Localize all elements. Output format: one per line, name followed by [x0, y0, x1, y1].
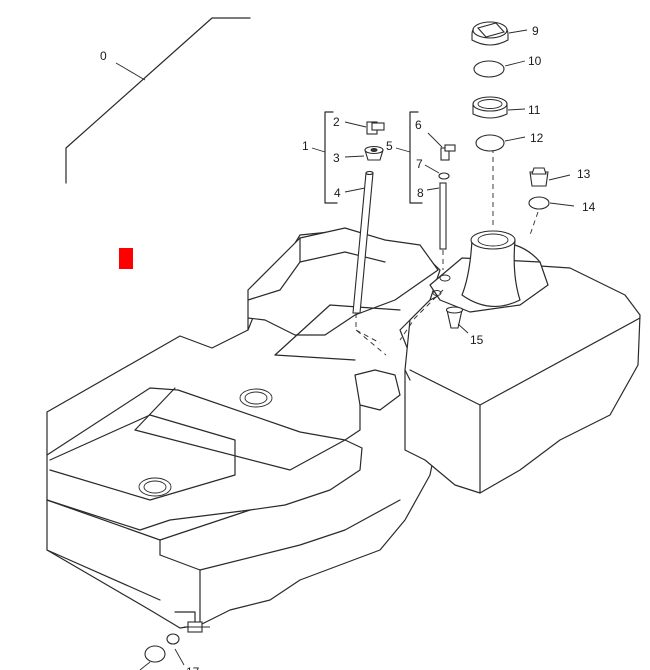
drain-assembly-17: 17	[139, 611, 210, 670]
label-12: 12	[530, 131, 544, 145]
fuel-cap-9: 9	[471, 21, 539, 46]
label-7: 7	[416, 157, 423, 171]
seal-ring-12: 12	[475, 131, 544, 152]
elbow-fitting-2: 2	[333, 115, 385, 135]
rod-8: 8	[399, 182, 447, 341]
threaded-ring-11: 11	[472, 96, 541, 119]
red-marker	[119, 248, 133, 269]
tank-main-box	[404, 230, 641, 494]
plug-15: 15	[445, 306, 484, 347]
label-4: 4	[334, 186, 341, 200]
label-5: 5	[386, 139, 393, 153]
label-8: 8	[417, 186, 424, 200]
tube-4: 4	[334, 170, 387, 356]
label-6: 6	[415, 118, 422, 132]
label-9: 9	[532, 24, 539, 38]
label-11: 11	[528, 103, 541, 117]
group-brackets: 1 5	[302, 111, 423, 204]
label-15: 15	[470, 333, 484, 347]
tank-base	[46, 227, 441, 629]
label-2: 2	[333, 115, 340, 129]
label-13: 13	[577, 167, 591, 181]
label-10: 10	[528, 54, 542, 68]
label-3: 3	[333, 151, 340, 165]
drain-plug-13: 13	[529, 167, 591, 187]
label-0: 0	[100, 49, 107, 63]
label-17: 17	[186, 665, 200, 670]
grommet-3: 3	[333, 145, 384, 165]
fitting-7: 7	[416, 157, 450, 180]
washer-14: 14	[528, 196, 596, 236]
label-1: 1	[302, 139, 309, 153]
label-14: 14	[582, 200, 596, 214]
elbow-fitting-6: 6	[415, 118, 456, 161]
assembly-reference: 0	[65, 17, 251, 184]
o-ring-10: 10	[473, 54, 542, 78]
